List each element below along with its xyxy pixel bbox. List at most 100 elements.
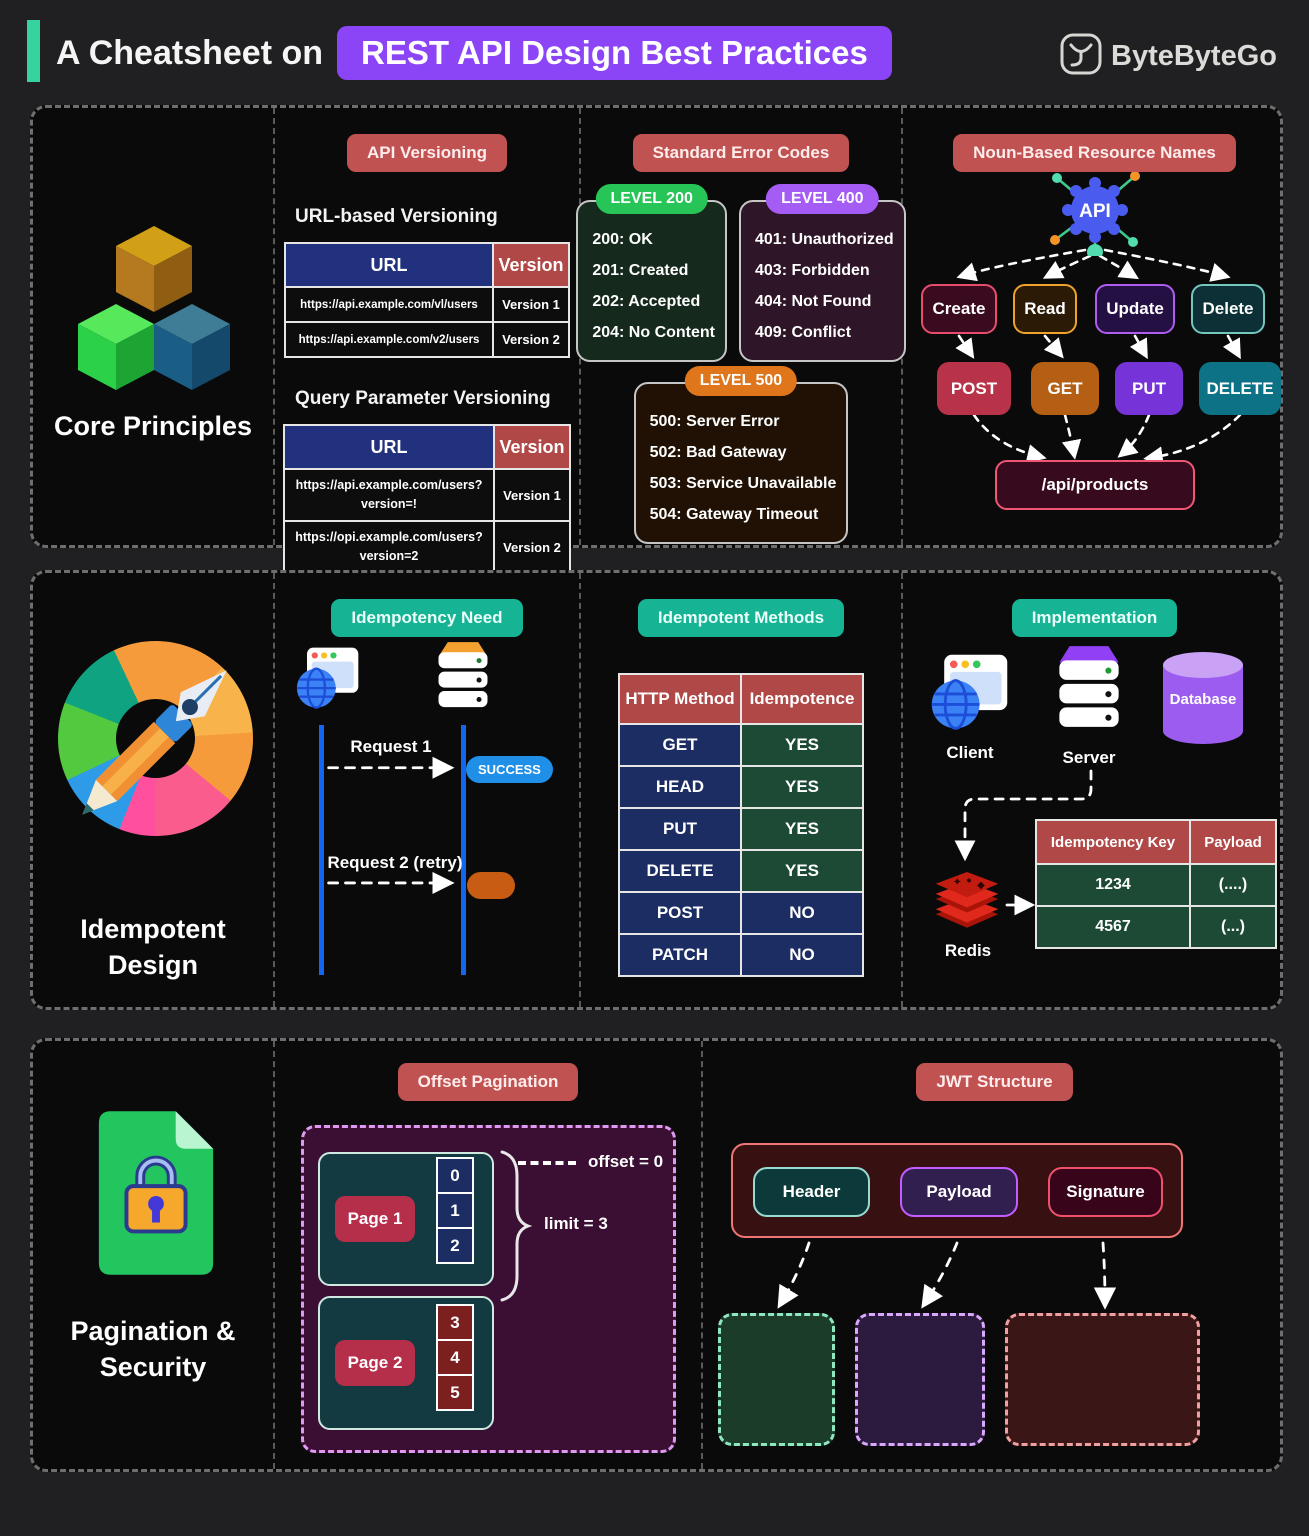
- row-cell: 5: [436, 1374, 474, 1411]
- query-versioning-table: URL Version https://api.example.com/user…: [283, 424, 571, 574]
- bytebytego-logo-icon: [1059, 32, 1103, 81]
- table-cell: PUT: [618, 807, 742, 851]
- error-codes-badge: Standard Error Codes: [632, 134, 850, 172]
- jwt-token-container: Header Payload Signature: [731, 1143, 1183, 1238]
- error-item: 503: Service Unavailable: [649, 475, 837, 492]
- jwt-signature-pill: Signature: [1048, 1167, 1163, 1217]
- table-header-cell: Version: [492, 242, 570, 288]
- action-read-box: Read: [1013, 284, 1077, 334]
- brand: ByteByteGo: [1059, 32, 1277, 81]
- server-label: Server: [1062, 748, 1116, 767]
- jwt-payload-pill: Payload: [900, 1167, 1018, 1217]
- panel-core-principles: Core Principles API Versioning URL-based…: [30, 105, 1286, 574]
- row-cell: 4: [436, 1339, 474, 1376]
- error-level-row: LEVEL 200 200: OK 201: Created 202: Acce…: [576, 184, 906, 362]
- table-cell: https://api.example.com/v2/users: [284, 321, 494, 358]
- error-item: 504: Gateway Timeout: [649, 506, 819, 523]
- table-cell: Version 2: [492, 321, 570, 358]
- api-versioning-badge: API Versioning: [347, 134, 507, 172]
- error-item: 202: Accepted: [592, 293, 701, 310]
- api-versioning-column: API Versioning URL-based Versioning URL …: [275, 108, 581, 574]
- table-cell: GET: [618, 723, 742, 767]
- table-cell: https://api.example.com/vl/users: [284, 286, 494, 323]
- action-create-box: Create: [921, 284, 997, 334]
- page-title: A Cheatsheet on REST API Design Best Pra…: [56, 26, 892, 80]
- request2-label: Request 2 (retry): [327, 853, 463, 872]
- error-codes-column: Standard Error Codes LEVEL 200 200: OK 2…: [576, 108, 906, 545]
- table-cell: HEAD: [618, 765, 742, 809]
- client-lifeline: [319, 725, 324, 975]
- page2-cells: 3 4 5: [436, 1304, 474, 1411]
- error-item: 204: No Content: [592, 324, 715, 341]
- svg-text:●: ●: [966, 875, 972, 885]
- page-header: A Cheatsheet on REST API Design Best Pra…: [0, 0, 1309, 100]
- core-label-column: Core Principles: [33, 108, 275, 545]
- action-update-box: Update: [1095, 284, 1175, 334]
- svg-text:API: API: [1079, 201, 1111, 222]
- error-item: 409: Conflict: [755, 324, 852, 341]
- jwt-payload-drop-box: [855, 1313, 985, 1446]
- table-cell: 1234: [1035, 863, 1191, 907]
- limit-value-label: limit = 3: [544, 1214, 608, 1233]
- idempotent-label-column: Idempotent Design: [33, 573, 275, 1007]
- idempotency-key-table: Idempotency Key Payload 1234 (....) 4567…: [1035, 819, 1277, 949]
- noun-resources-column: Noun-Based Resource Names: [903, 108, 1286, 545]
- client-label: Client: [946, 743, 994, 762]
- error-item: 500: Server Error: [649, 413, 780, 430]
- jwt-structure-badge: JWT Structure: [916, 1063, 1073, 1101]
- redis-label: Redis: [944, 941, 992, 960]
- table-header-cell: URL: [283, 424, 495, 470]
- table-cell: Version 1: [493, 468, 571, 522]
- error-item: 401: Unauthorized: [755, 231, 894, 248]
- retry-response-pill: [467, 872, 515, 899]
- section-label-idempotent: Idempotent Design: [80, 914, 226, 981]
- table-cell: DELETE: [618, 849, 742, 893]
- error-item: 403: Forbidden: [755, 262, 870, 279]
- table-cell: 4567: [1035, 905, 1191, 949]
- page2-button: Page 2: [335, 1340, 415, 1386]
- error-item: 404: Not Found: [755, 293, 872, 310]
- pagination-label-column: Pagination & Security: [33, 1041, 275, 1469]
- svg-text:✦: ✦: [953, 876, 962, 888]
- table-cell: (...): [1189, 905, 1277, 949]
- table-cell: (....): [1189, 863, 1277, 907]
- method-post-box: POST: [937, 362, 1011, 415]
- level-200-box: LEVEL 200 200: OK 201: Created 202: Acce…: [576, 184, 727, 362]
- url-based-heading: URL-based Versioning: [295, 206, 498, 227]
- table-header-cell: Payload: [1189, 819, 1277, 865]
- panel-idempotent-design: Idempotent Design Idempotency Need: [30, 570, 1283, 1010]
- table-cell: YES: [740, 723, 864, 767]
- table-header-cell: Idempotence: [740, 673, 864, 725]
- idempotent-methods-table: HTTP Method Idempotence GET YES HEAD YES…: [618, 673, 864, 977]
- error-item: 200: OK: [592, 231, 653, 248]
- table-cell: POST: [618, 891, 742, 935]
- page1-box: Page 1 0 1 2: [318, 1152, 494, 1286]
- level-500-box: LEVEL 500 500: Server Error 502: Bad Gat…: [633, 366, 849, 544]
- method-put-box: PUT: [1115, 362, 1183, 415]
- table-cell: YES: [740, 807, 864, 851]
- table-cell: YES: [740, 765, 864, 809]
- url-versioning-table: URL Version https://api.example.com/vl/u…: [284, 242, 570, 358]
- panel-pagination-security: Pagination & Security Offset Pagination …: [30, 1038, 1283, 1472]
- jwt-header-drop-box: [718, 1313, 835, 1446]
- accent-bar: [27, 20, 40, 82]
- table-cell: YES: [740, 849, 864, 893]
- brand-name: ByteByteGo: [1111, 40, 1277, 72]
- svg-text:◆: ◆: [977, 880, 985, 891]
- error-item: 201: Created: [592, 262, 689, 279]
- table-cell: Version 1: [492, 286, 570, 323]
- offset-pagination-badge: Offset Pagination: [397, 1063, 579, 1101]
- table-cell: https://api.example.com/users?version=!: [283, 468, 495, 522]
- section-label-pagination: Pagination & Security: [70, 1316, 236, 1383]
- page1-button: Page 1: [335, 1196, 415, 1242]
- offset-value-label: offset = 0: [588, 1152, 664, 1171]
- method-get-box: GET: [1031, 362, 1099, 415]
- jwt-header-pill: Header: [753, 1167, 870, 1217]
- implementation-column: Implementation Client: [903, 573, 1286, 1007]
- row-cell: 0: [436, 1157, 474, 1194]
- offset-diagram-container: Page 1 0 1 2 offset = 0 limit = 3 Pa: [301, 1125, 676, 1453]
- table-header-cell: Idempotency Key: [1035, 819, 1191, 865]
- method-delete-box: DELETE: [1199, 362, 1281, 415]
- table-header-cell: HTTP Method: [618, 673, 742, 725]
